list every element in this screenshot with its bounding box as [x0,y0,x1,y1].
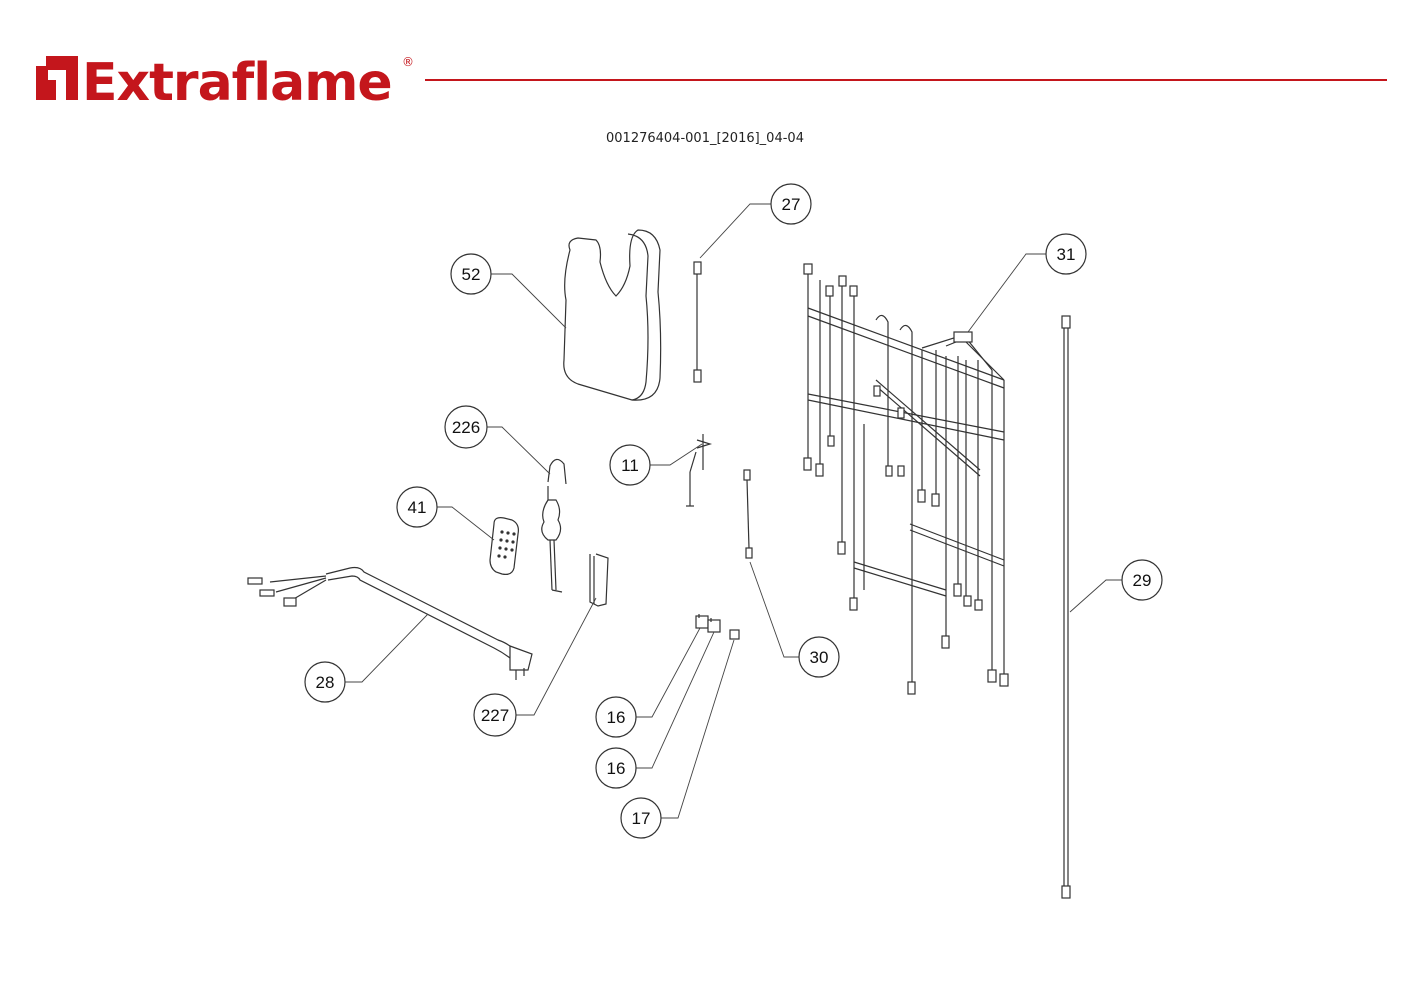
power-cable-28 [247,566,533,680]
callout-41: 41 [396,486,438,528]
glove-52 [563,229,662,401]
cable-30 [743,469,753,559]
svg-text:52: 52 [462,265,481,284]
flame-logo-icon [36,56,78,100]
leader-lines [345,203,1122,819]
svg-text:16: 16 [607,708,626,727]
svg-text:226: 226 [452,418,480,437]
callout-16a: 16 [595,696,637,738]
registered-mark: ® [402,55,414,69]
callout-227: 227 [473,693,517,737]
wiring-harness-31 [803,263,1009,695]
callout-30: 30 [798,636,840,678]
callout-16b: 16 [595,747,637,789]
svg-text:41: 41 [408,498,427,517]
callout-17: 17 [620,797,662,839]
remote-control-41 [489,517,519,575]
probe-226 [541,458,567,593]
callout-226: 226 [444,405,488,449]
connector-16b [707,618,721,633]
cable-27 [693,261,702,383]
callout-29: 29 [1121,559,1163,601]
svg-text:29: 29 [1133,571,1152,590]
brand-name: Extraflame [82,53,392,113]
svg-text:28: 28 [316,673,335,692]
callout-27: 27 [770,183,812,225]
document-code: 001276404-001_[2016]_04-04 [606,131,804,146]
callout-31: 31 [1045,233,1087,275]
callout-28: 28 [304,661,346,703]
svg-text:31: 31 [1057,245,1076,264]
svg-text:16: 16 [607,759,626,778]
brand-logo: Extraflame ® [36,53,414,113]
svg-text:17: 17 [632,809,651,828]
connector-17 [729,629,740,640]
cable-29 [1061,315,1071,899]
svg-text:27: 27 [782,195,801,214]
connector-16a [695,614,709,629]
callout-52: 52 [450,253,492,295]
svg-text:11: 11 [621,456,639,475]
svg-text:30: 30 [810,648,829,667]
svg-text:227: 227 [481,706,509,725]
callout-11: 11 [609,444,651,486]
hex-key-227 [589,553,609,607]
sensor-11 [686,434,713,507]
